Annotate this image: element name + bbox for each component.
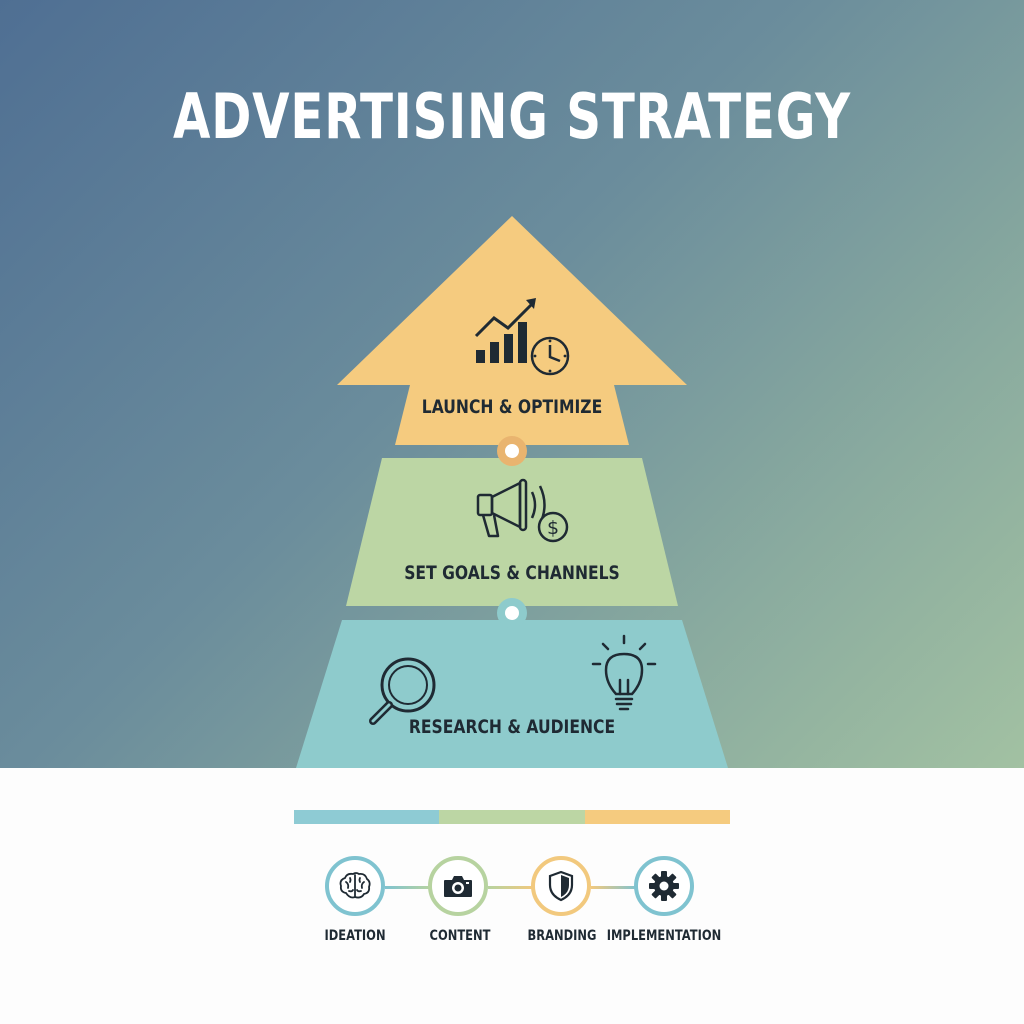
step-connector <box>488 886 534 889</box>
magnifier-icon <box>369 657 436 725</box>
step-label-branding: BRANDING <box>527 928 597 944</box>
strategy-pyramid: $ <box>296 216 728 768</box>
svg-text:$: $ <box>547 517 559 539</box>
progress-segment-launch <box>584 810 730 824</box>
step-connector <box>385 886 431 889</box>
lightbulb-icon <box>591 634 657 711</box>
footer-background <box>0 768 1024 1024</box>
tier-goals-channels-shape <box>346 458 678 606</box>
progress-segment-goals <box>439 810 585 824</box>
camera-icon <box>444 876 472 897</box>
growth-chart-icon <box>474 298 536 363</box>
tier-launch-optimize-shape <box>337 216 687 445</box>
step-connector <box>591 886 637 889</box>
page-title: ADVERTISING STRATEGY <box>173 80 851 153</box>
gear-icon <box>649 871 679 901</box>
tier-label-launch-optimize: LAUNCH & OPTIMIZE <box>421 396 603 418</box>
step-label-implementation: IMPLEMENTATION <box>606 928 722 944</box>
shield-icon <box>548 870 574 902</box>
tier-research-audience-shape <box>296 620 728 768</box>
step-ideation <box>325 856 385 916</box>
step-label-content: CONTENT <box>429 928 491 944</box>
phase-progress-bar <box>294 810 730 824</box>
brain-icon <box>339 872 371 899</box>
tier-label-research-audience: RESEARCH & AUDIENCE <box>408 716 616 738</box>
progress-segment-research <box>294 810 440 824</box>
megaphone-icon <box>476 478 546 538</box>
step-content <box>428 856 488 916</box>
step-implementation <box>634 856 694 916</box>
clock-icon <box>530 336 570 376</box>
step-branding <box>531 856 591 916</box>
tier-connector-dot-lower <box>497 598 527 628</box>
dollar-coin-icon: $ <box>537 511 569 543</box>
step-label-ideation: IDEATION <box>324 928 386 944</box>
tier-label-goals-channels: SET GOALS & CHANNELS <box>404 562 620 584</box>
tier-connector-dot-upper <box>497 436 527 466</box>
